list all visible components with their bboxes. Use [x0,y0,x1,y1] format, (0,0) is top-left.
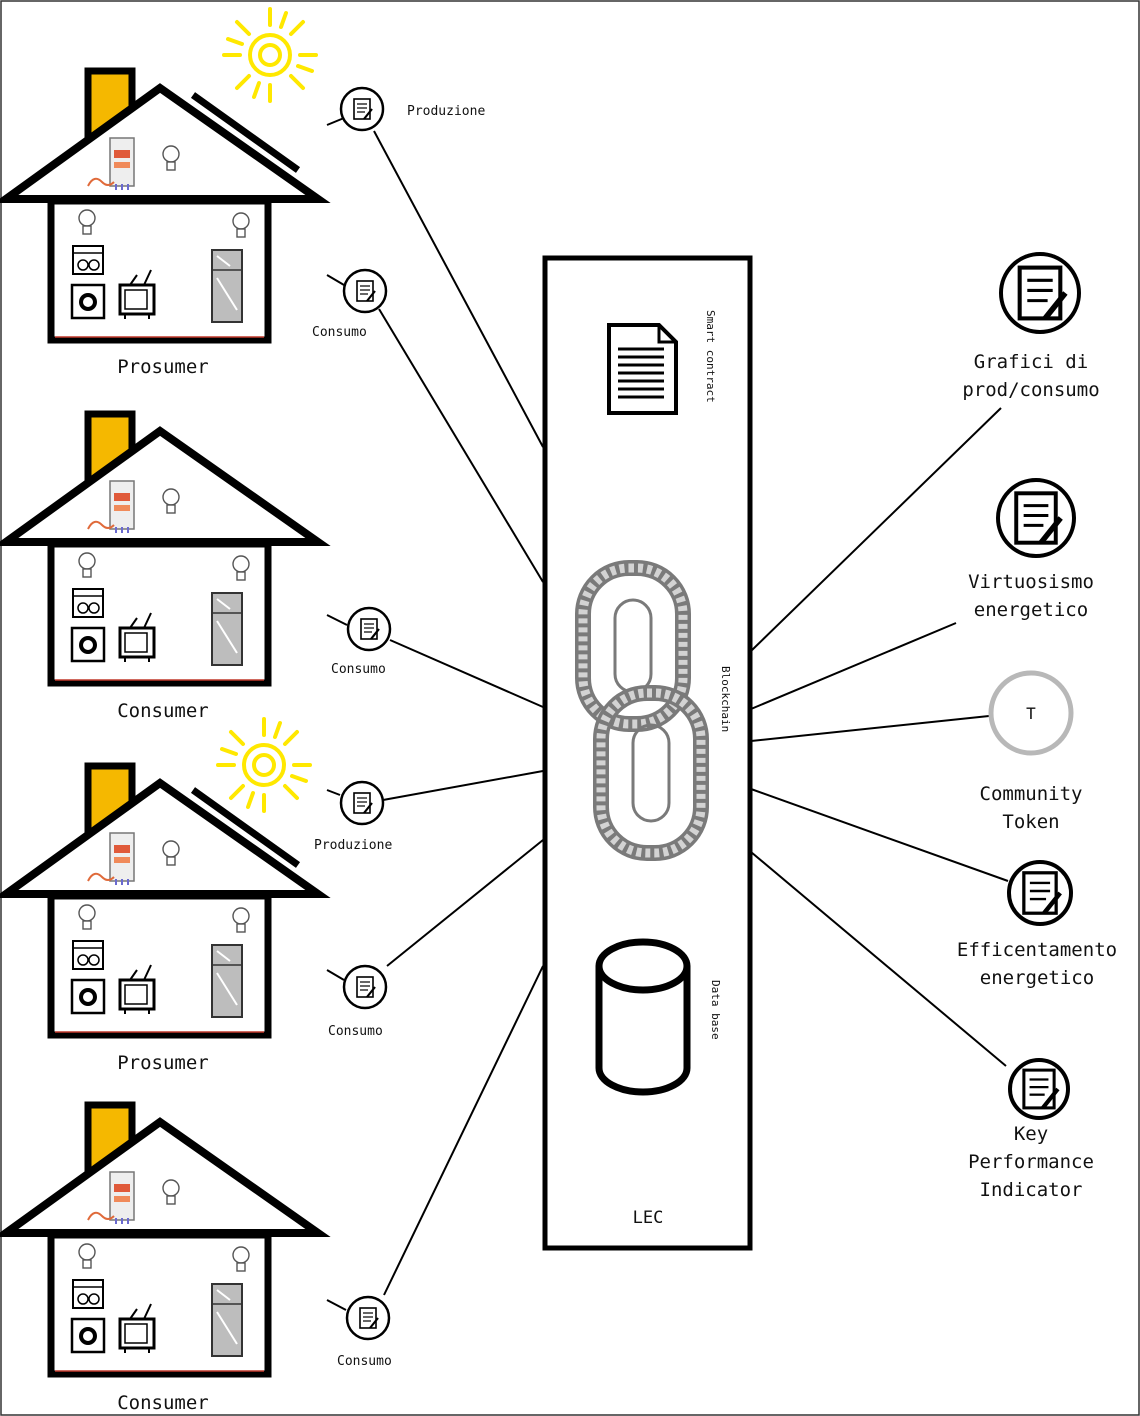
house-icon [6,414,318,683]
output-label: Indicator [980,1179,1083,1201]
output-label: energetico [974,599,1088,621]
output-label: Key [1014,1123,1048,1145]
document-icon [352,97,374,121]
house-icon [6,71,318,340]
house-consumer [6,414,318,683]
meter-produzione: Produzione [339,86,485,132]
database-icon [595,938,691,1096]
document-icon [1020,268,1066,319]
sun-icon [222,7,318,103]
meter-label: Consumo [328,1024,383,1039]
house-icon [6,766,318,1035]
output-label: Virtuosismo [968,571,1094,593]
document-icon [1024,1070,1058,1108]
meter-label: Consumo [331,662,386,677]
output-label: prod/consumo [962,379,1099,401]
house-label: Prosumer [117,356,209,378]
connection-lines [326,117,1009,1311]
meter-label: Consumo [337,1354,392,1369]
lec-panel: LEC [542,255,753,1251]
output-virtuosismo: Virtuosismo energetico [968,478,1094,621]
document-icon [358,1306,380,1330]
lec-title: LEC [633,1208,664,1228]
house-prosumer [6,766,318,1035]
document-icon [1024,873,1060,913]
output-label: Performance [968,1151,1094,1173]
blockchain-label: Blockchain [719,666,732,732]
house-consumer [6,1105,318,1374]
house-prosumer [6,71,318,340]
meter-consumo: Consumo [328,964,388,1039]
house-label: Consumer [117,700,209,722]
house-icon [6,1105,318,1374]
output-label: Community [980,783,1083,805]
smart-contract-icon [607,323,678,415]
meter-label: Consumo [312,325,367,340]
document-icon [359,617,381,641]
database-label: Data base [709,980,722,1040]
output-label: Grafici di [974,351,1088,373]
document-icon [355,279,377,303]
meter-consumo: Consumo [337,1295,392,1369]
smart-contract-label: Smart contract [704,310,717,403]
meter-consumo: Consumo [312,268,388,340]
document-icon [355,975,377,999]
meter-label: Produzione [407,104,485,119]
meter-produzione: Produzione [314,780,392,853]
document-icon [1016,493,1060,542]
output-label: energetico [980,967,1094,989]
output-efficentamento: Efficentamento energetico [957,860,1117,989]
output-label: Efficentamento [957,939,1117,961]
house-label: Prosumer [117,1052,209,1074]
output-label: Token [1002,811,1059,833]
output-grafici-di: Grafici di prod/consumo [962,252,1100,401]
document-icon [352,791,374,815]
token-icon: T [1026,704,1036,723]
blockchain-chain-icon [575,560,709,861]
meter-consumo: Consumo [331,606,392,677]
meter-label: Produzione [314,838,392,853]
house-label: Consumer [117,1392,209,1414]
token-ring [988,670,1074,756]
meters-layer: ProduzioneConsumoConsumoProduzioneConsum… [312,86,485,1369]
sun-icon [216,717,312,813]
